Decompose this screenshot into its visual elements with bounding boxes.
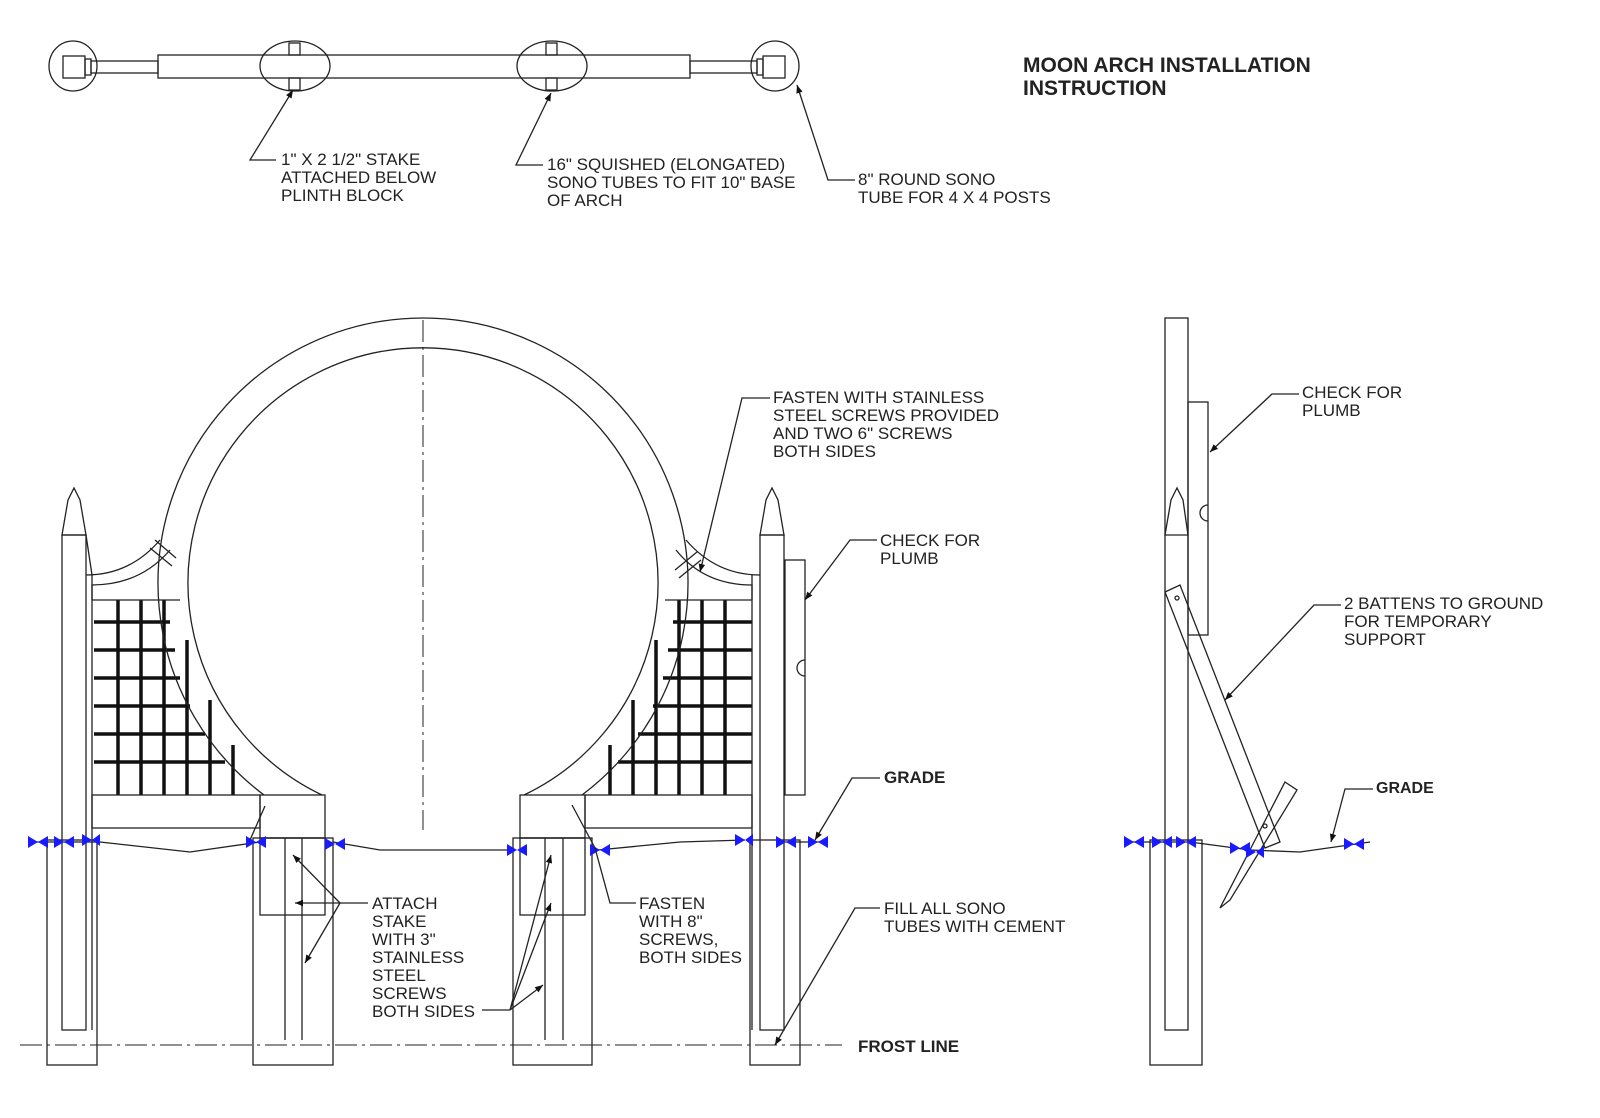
level-tool bbox=[784, 559, 806, 796]
svg-text:1" X 2 1/2" STAKE: 1" X 2 1/2" STAKE bbox=[281, 150, 420, 169]
lattice-left bbox=[94, 600, 235, 795]
svg-text:SUPPORT: SUPPORT bbox=[1344, 630, 1426, 649]
svg-text:CHECK FOR: CHECK FOR bbox=[880, 531, 980, 550]
svg-text:SCREWS,: SCREWS, bbox=[639, 930, 718, 949]
sono-tube bbox=[749, 839, 801, 1066]
svg-text:PLUMB: PLUMB bbox=[1302, 401, 1361, 420]
label-sono8: 8" ROUND SONO TUBE FOR 4 X 4 POSTS bbox=[858, 170, 1051, 207]
svg-text:CHECK FOR: CHECK FOR bbox=[1302, 383, 1402, 402]
svg-text:WITH 8": WITH 8" bbox=[639, 912, 703, 931]
svg-text:BOTH SIDES: BOTH SIDES bbox=[773, 442, 876, 461]
side-level-tool bbox=[1187, 401, 1209, 636]
label-fasten-8: FASTEN WITH 8" SCREWS, BOTH SIDES bbox=[639, 894, 742, 967]
svg-text:FOR TEMPORARY: FOR TEMPORARY bbox=[1344, 612, 1492, 631]
batten bbox=[1164, 584, 1281, 849]
sono-tube-elongated bbox=[259, 40, 331, 92]
sono-tube-left bbox=[48, 40, 98, 92]
moon-arch-outer bbox=[157, 317, 689, 796]
svg-text:STEEL SCREWS PROVIDED: STEEL SCREWS PROVIDED bbox=[773, 406, 999, 425]
arch-leg-left bbox=[259, 794, 326, 839]
post-right bbox=[751, 486, 785, 1031]
lattice-right bbox=[608, 600, 752, 795]
sono-tube bbox=[46, 839, 98, 1066]
label-check-plumb-front: CHECK FOR PLUMB bbox=[880, 531, 980, 568]
svg-text:SONO TUBES TO FIT 10" BASE: SONO TUBES TO FIT 10" BASE bbox=[547, 173, 796, 192]
label-attach-stake: ATTACH STAKE WITH 3" STAINLESS STEEL SCR… bbox=[372, 894, 475, 1021]
grade-line bbox=[30, 841, 261, 853]
svg-text:BOTH SIDES: BOTH SIDES bbox=[372, 1002, 475, 1021]
label-fill-cement: FILL ALL SONO TUBES WITH CEMENT bbox=[884, 899, 1065, 936]
svg-text:FASTEN: FASTEN bbox=[639, 894, 705, 913]
title-line-1: MOON ARCH INSTALLATION bbox=[1023, 54, 1311, 77]
arch-leg-right bbox=[519, 794, 586, 839]
label-grade-side: GRADE bbox=[1376, 780, 1434, 797]
svg-text:FASTEN WITH STAINLESS: FASTEN WITH STAINLESS bbox=[773, 388, 984, 407]
svg-text:ATTACH: ATTACH bbox=[372, 894, 437, 913]
sono-tube bbox=[252, 837, 334, 1066]
label-battens: 2 BATTENS TO GROUND FOR TEMPORARY SUPPOR… bbox=[1344, 594, 1543, 649]
label-stake: 1" X 2 1/2" STAKE ATTACHED BELOW PLINTH … bbox=[281, 150, 436, 205]
front-elevation bbox=[20, 317, 880, 1066]
label-grade-front: GRADE bbox=[884, 768, 945, 787]
title-line-2: INSTRUCTION bbox=[1023, 77, 1167, 100]
sono-tube-elongated bbox=[516, 40, 588, 92]
post-left bbox=[61, 486, 93, 1031]
svg-text:ATTACHED BELOW: ATTACHED BELOW bbox=[281, 168, 436, 187]
label-frost-line: FROST LINE bbox=[858, 1037, 959, 1056]
sono-tube bbox=[512, 837, 593, 1066]
svg-text:STAINLESS: STAINLESS bbox=[372, 948, 464, 967]
svg-text:BOTH SIDES: BOTH SIDES bbox=[639, 948, 742, 967]
label-sono16: 16" SQUISHED (ELONGATED) SONO TUBES TO F… bbox=[547, 155, 796, 210]
ground-stake bbox=[1219, 781, 1298, 909]
svg-text:TUBE FOR 4 X 4 POSTS: TUBE FOR 4 X 4 POSTS bbox=[858, 188, 1051, 207]
svg-text:STAKE: STAKE bbox=[372, 912, 426, 931]
svg-text:STEEL: STEEL bbox=[372, 966, 426, 985]
svg-text:AND TWO 6" SCREWS: AND TWO 6" SCREWS bbox=[773, 424, 953, 443]
grade-markers bbox=[28, 834, 828, 856]
label-check-plumb-side: CHECK FOR PLUMB bbox=[1302, 383, 1402, 420]
svg-text:FILL ALL SONO: FILL ALL SONO bbox=[884, 899, 1006, 918]
svg-text:2 BATTENS TO GROUND: 2 BATTENS TO GROUND bbox=[1344, 594, 1543, 613]
svg-text:TUBES WITH CEMENT: TUBES WITH CEMENT bbox=[884, 917, 1065, 936]
label-fasten-stainless: FASTEN WITH STAINLESS STEEL SCREWS PROVI… bbox=[773, 388, 999, 461]
svg-text:WITH 3": WITH 3" bbox=[372, 930, 436, 949]
svg-text:OF ARCH: OF ARCH bbox=[547, 191, 623, 210]
side-sono-tube bbox=[1149, 839, 1203, 1066]
arch-base-plan bbox=[157, 54, 691, 79]
svg-text:PLUMB: PLUMB bbox=[880, 549, 939, 568]
side-post bbox=[1164, 317, 1189, 1031]
svg-text:SCREWS: SCREWS bbox=[372, 984, 447, 1003]
plan-view bbox=[48, 40, 855, 181]
svg-text:16" SQUISHED (ELONGATED): 16" SQUISHED (ELONGATED) bbox=[547, 155, 785, 174]
svg-text:PLINTH BLOCK: PLINTH BLOCK bbox=[281, 186, 404, 205]
side-elevation bbox=[1124, 317, 1373, 1066]
sono-tube-right bbox=[750, 40, 800, 92]
svg-text:8" ROUND SONO: 8" ROUND SONO bbox=[858, 170, 995, 189]
